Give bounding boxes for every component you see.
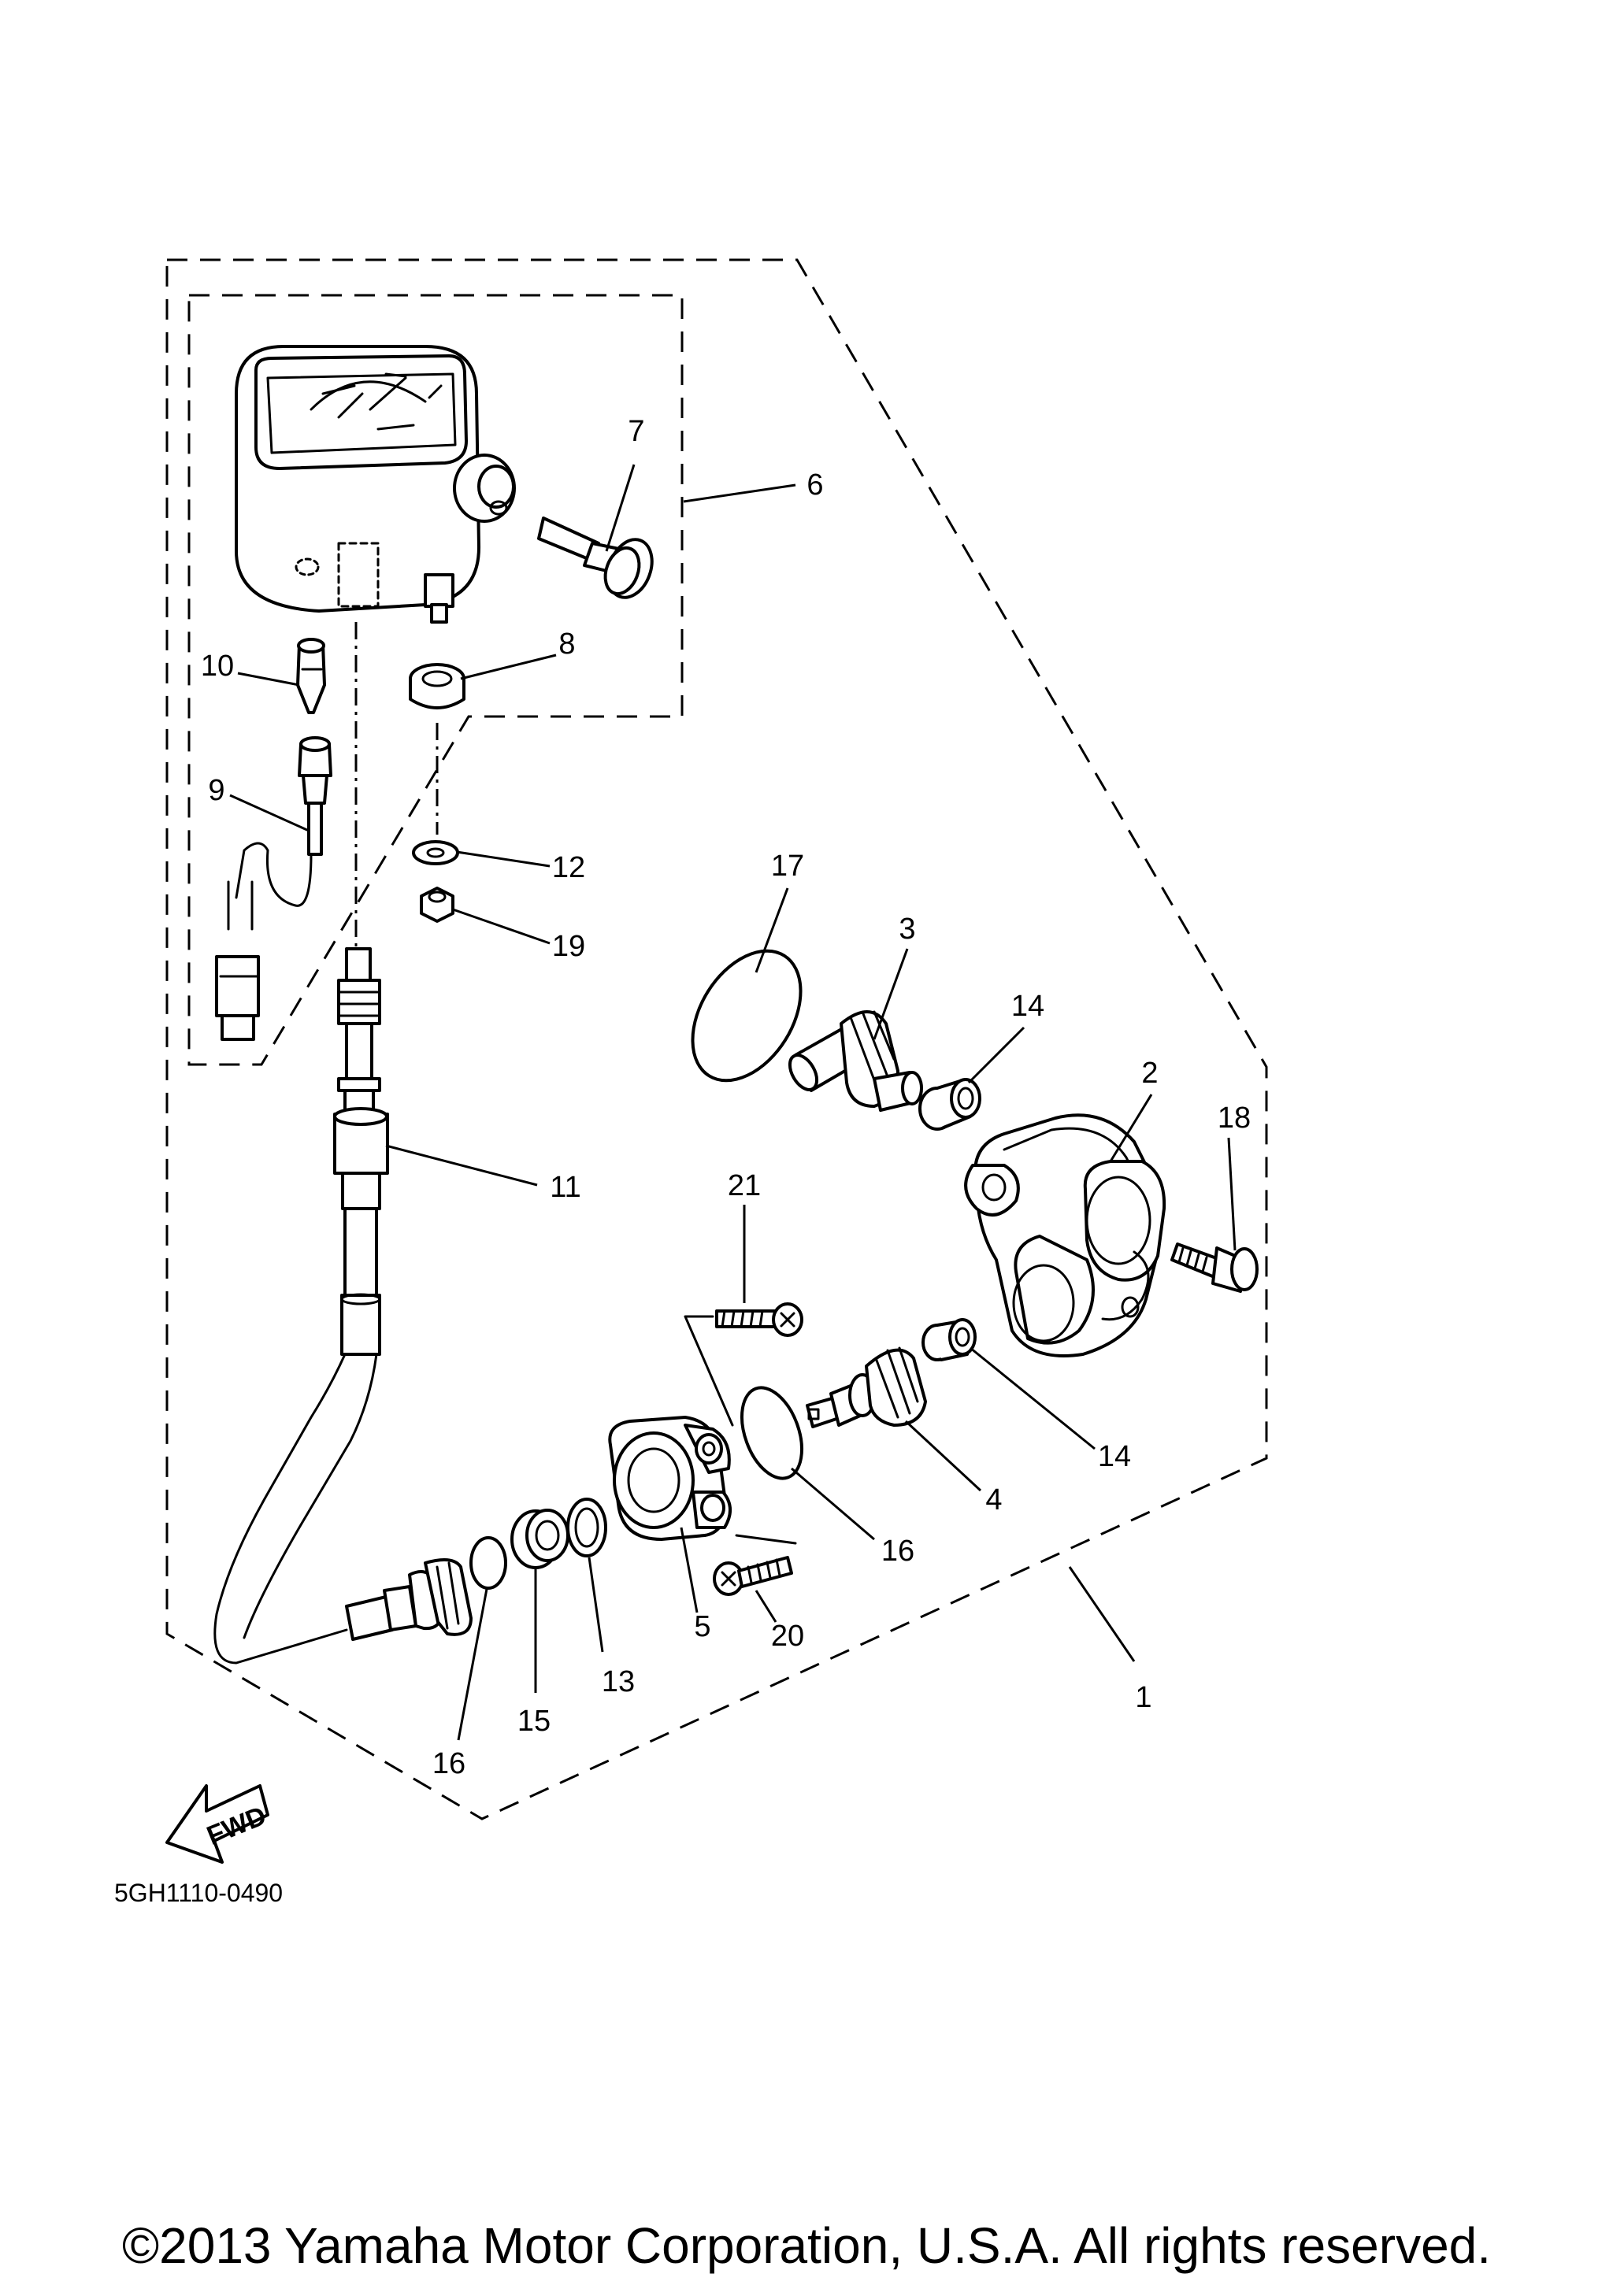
grommet-8	[409, 663, 465, 709]
washer-13-inner	[574, 1507, 599, 1548]
bushing-14-lower	[921, 1318, 977, 1361]
callout-5: 5	[694, 1610, 710, 1643]
screw-21	[713, 1556, 793, 1596]
gear-4	[806, 1346, 927, 1428]
callout-22: 21	[728, 1169, 761, 1202]
callout-numbers: 7 6 8 10 9 12 19 17 3 14 2 18 11 21 14 4…	[201, 415, 1251, 1780]
callout-9: 9	[208, 774, 224, 807]
knob-7	[537, 517, 654, 599]
callout-4: 4	[985, 1483, 1002, 1516]
oil-seal-15	[510, 1509, 569, 1569]
o-ring-17	[740, 1386, 803, 1480]
callout-10: 10	[201, 650, 234, 683]
callout-21: 20	[771, 1620, 804, 1653]
gear-3	[788, 1010, 923, 1112]
outer-assembly-boundary	[165, 258, 1268, 1820]
callout-13: 13	[602, 1665, 635, 1698]
guide-line-screws	[684, 1315, 797, 1545]
bulb-socket-9	[215, 736, 332, 1041]
callout-14-upper: 14	[1011, 990, 1044, 1023]
callout-11: 11	[550, 1171, 580, 1204]
callout-6: 6	[806, 468, 823, 502]
callout-3: 3	[899, 913, 915, 946]
callout-17: 16	[881, 1535, 914, 1568]
inner-assembly-boundary	[187, 294, 684, 1066]
bulb-10	[296, 638, 326, 714]
washer-12	[412, 840, 459, 865]
callout-20: 19	[552, 930, 585, 963]
o-ring-16	[469, 1536, 507, 1590]
leader-lines	[229, 464, 1237, 1741]
housing-5	[608, 1416, 732, 1541]
nut-20	[420, 887, 454, 923]
callout-8: 8	[558, 628, 575, 661]
callout-14-lower: 14	[1098, 1440, 1131, 1473]
diagram-code: 5GH1110-0490	[114, 1879, 283, 1907]
meter-cable-11	[213, 947, 473, 1665]
callout-15: 15	[517, 1705, 551, 1738]
callout-12: 12	[552, 851, 585, 884]
trip-reset-boss	[453, 454, 516, 523]
callout-19: 18	[1218, 1102, 1251, 1135]
bushing-14-upper	[918, 1078, 981, 1131]
gear-housing-2	[964, 1113, 1166, 1357]
callout-16: 16	[432, 1747, 465, 1780]
screw-22	[715, 1302, 803, 1337]
o-ring-18	[691, 949, 803, 1083]
fwd-arrow-icon: FWD	[165, 1784, 270, 1864]
copyright-notice: ©2013 Yamaha Motor Corporation, U.S.A. A…	[122, 2217, 1491, 2274]
callout-2: 2	[1141, 1057, 1158, 1090]
callout-7: 7	[628, 415, 644, 448]
speedometer-head	[235, 345, 480, 624]
callout-1: 1	[1135, 1681, 1151, 1714]
bolt-19	[1170, 1242, 1259, 1293]
callout-18: 17	[771, 850, 804, 883]
